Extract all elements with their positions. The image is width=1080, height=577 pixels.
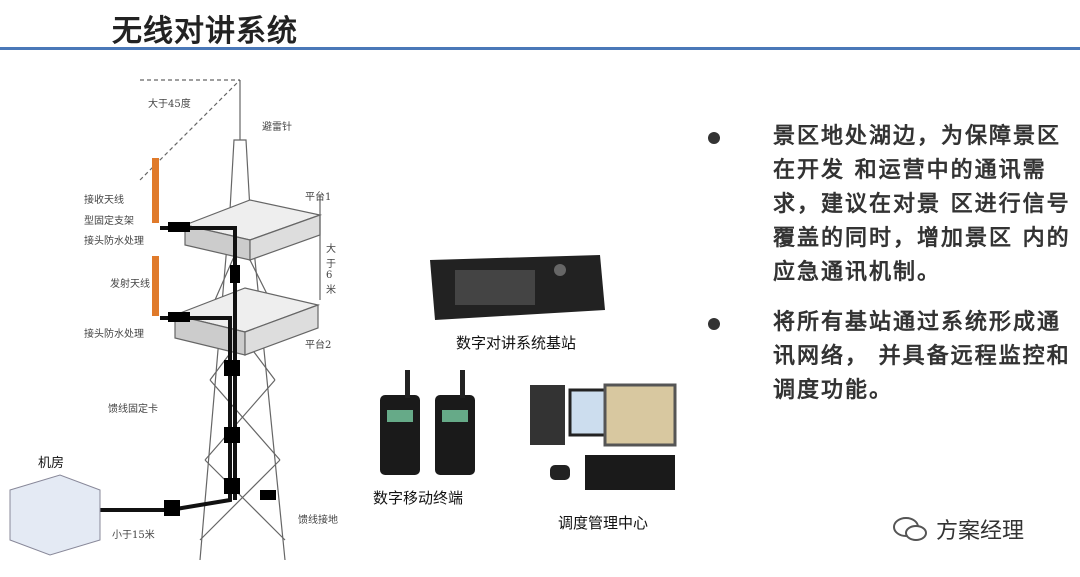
label-feeder-clamp: 馈线固定卡 <box>108 404 158 415</box>
watermark-text: 方案经理 <box>936 519 1025 544</box>
bullet-list: 景区地处湖边，为保障景区在开发 和运营中的通讯需求，建议在对景 区进行信号覆盖的… <box>700 120 1080 424</box>
label-lightning-rod: 避雷针 <box>262 122 292 133</box>
title-divider <box>0 47 1080 50</box>
bullet-item: 景区地处湖边，为保障景区在开发 和运营中的通讯需求，建议在对景 区进行信号覆盖的… <box>700 120 1080 290</box>
bullet-text: 将所有基站通过系统形成通讯网络， 并具备远程监控和调度功能。 <box>773 310 1071 403</box>
label-angle: 大于45度 <box>148 99 191 110</box>
bullet-dot-icon <box>708 132 720 144</box>
wechat-icon <box>893 517 927 541</box>
bullet-item: 将所有基站通过系统形成通讯网络， 并具备远程监控和调度功能。 <box>700 306 1080 408</box>
dispatch-center-image <box>530 383 677 490</box>
page-title: 无线对讲系统 <box>112 14 298 49</box>
bullet-text: 景区地处湖边，为保障景区在开发 和运营中的通讯需求，建议在对景 区进行信号覆盖的… <box>773 124 1071 285</box>
base-station-image <box>430 255 605 320</box>
tower-diagram <box>9 79 323 561</box>
label-grounding: 馈线接地 <box>298 515 338 526</box>
label-distance: 小于15米 <box>112 530 155 541</box>
label-bracket: 型固定支架 <box>84 216 134 227</box>
label-platform-2: 平台2 <box>305 340 332 351</box>
caption-dispatch: 调度管理中心 <box>558 514 649 532</box>
label-machine-room: 机房 <box>38 456 65 471</box>
label-platform-1: 平台1 <box>305 192 332 203</box>
label-tx-antenna: 发射天线 <box>110 279 150 290</box>
label-rx-antenna: 接收天线 <box>84 195 124 206</box>
caption-base-station: 数字对讲系统基站 <box>456 334 577 352</box>
label-waterproof-1: 接头防水处理 <box>84 236 144 247</box>
caption-terminal: 数字移动终端 <box>373 489 464 507</box>
label-waterproof-2: 接头防水处理 <box>84 329 144 340</box>
label-height: 大于6米 <box>326 244 336 296</box>
bullet-dot-icon <box>708 318 720 330</box>
handheld-radios-image <box>380 370 475 475</box>
watermark: 方案经理 <box>892 513 1024 545</box>
